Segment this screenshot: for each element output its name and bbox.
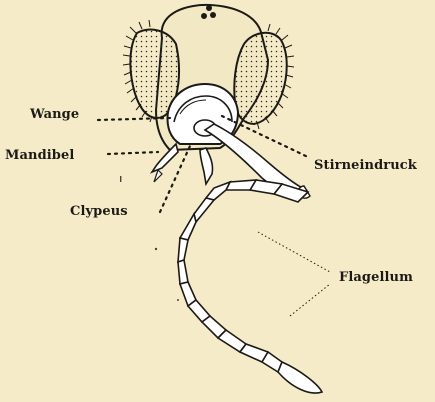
left-mandible-tooth	[154, 170, 162, 182]
label-mandibel: Mandibel	[5, 148, 74, 163]
label-flagellum: Flagellum	[339, 270, 413, 285]
label-stirneindruck: Stirneindruck	[314, 158, 417, 173]
paper-speckles	[120, 176, 179, 301]
right-compound-eye	[234, 33, 286, 124]
label-wange: Wange	[30, 107, 79, 122]
left-mandible	[152, 144, 178, 172]
flagellum-leader-lines	[258, 232, 330, 316]
label-clypeus: Clypeus	[70, 204, 128, 219]
right-mandible	[200, 148, 213, 184]
antenna-flagellum	[178, 180, 322, 393]
